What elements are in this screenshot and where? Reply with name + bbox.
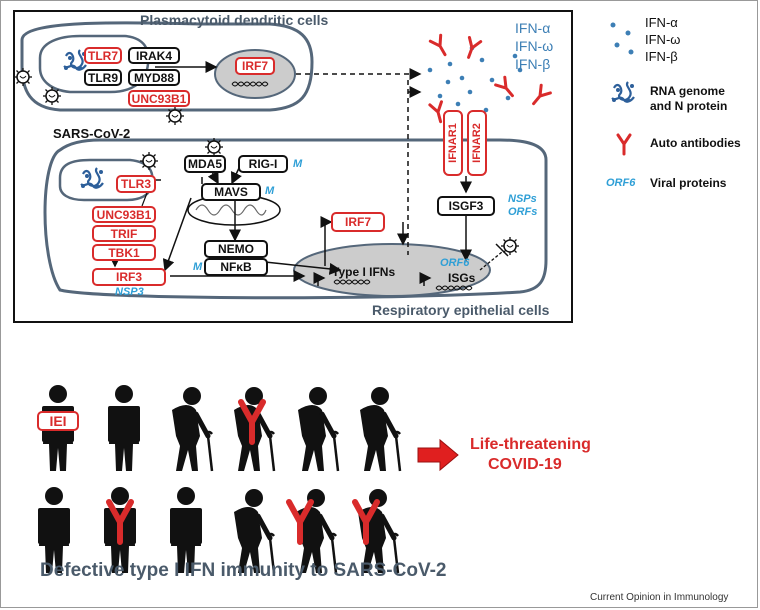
ifn-omega-label: IFN-ω <box>515 38 554 54</box>
nsps-label: NSPs <box>508 193 537 205</box>
isgf3-box: ISGF3 <box>437 196 495 216</box>
legend-ifn-beta: IFN-β <box>645 49 678 64</box>
people-row-1 <box>42 385 400 471</box>
rna-legend-icon <box>610 80 636 104</box>
epi-unc93b1-box: UNC93B1 <box>92 206 156 223</box>
mavs-box: MAVS <box>201 183 261 201</box>
ifnar1-label: IFNAR1 <box>447 123 460 163</box>
legend-orf6: ORF6 <box>606 177 636 189</box>
pdc-irf7-box: IRF7 <box>235 57 275 75</box>
figure-caption: Defective type I IFN immunity to SARS-Co… <box>40 560 447 581</box>
legend-viral-proteins: Viral proteins <box>650 176 727 190</box>
irf3-box: IRF3 <box>92 268 166 286</box>
outcome-arrow <box>417 438 459 472</box>
ifnar2-box: IFNAR2 <box>467 110 487 176</box>
legend-auto-antibodies: Auto antibodies <box>650 136 741 150</box>
legend-rna-line2: and N protein <box>650 99 728 113</box>
m-label: M <box>193 261 203 273</box>
unc93b1-box: UNC93B1 <box>128 90 190 107</box>
tlr9-box: TLR9 <box>84 69 122 86</box>
mda5-box: MDA5 <box>184 155 226 173</box>
nemo-box: NEMO <box>204 240 268 258</box>
nsp3-label: NSP3 <box>115 286 144 298</box>
epi-title: Respiratory epithelial cells <box>372 302 550 318</box>
m-label: M <box>293 158 303 170</box>
irak4-box: IRAK4 <box>128 47 180 64</box>
rigi-box: RIG-I <box>238 155 288 173</box>
tlr7-box: TLR7 <box>84 47 122 64</box>
ifn-beta-label: IFN-β <box>515 56 551 72</box>
isgs-label: ISGs <box>448 271 476 285</box>
antibody-legend-icon <box>616 133 632 156</box>
outcome-line2: COVID-19 <box>488 456 562 473</box>
type1-ifn-label: Type I IFNs <box>332 265 396 279</box>
orfs-label: ORFs <box>508 206 538 218</box>
tlr3-box: TLR3 <box>116 175 156 193</box>
pdc-title: Plasmacytoid dendritic cells <box>140 12 329 28</box>
nfkb-box: NFκB <box>204 258 268 276</box>
legend-ifn-alpha: IFN-α <box>645 15 678 30</box>
m-label: M <box>265 185 275 197</box>
myd88-box: MYD88 <box>128 69 180 86</box>
credit-line: Current Opinion in Immunology <box>590 592 729 603</box>
outcome-line1: Life-threatening <box>470 436 591 453</box>
orf6-label: ORF6 <box>440 257 470 269</box>
trif-box: TRIF <box>92 225 156 242</box>
legend-ifn-omega: IFN-ω <box>645 32 681 47</box>
legend-rna-line1: RNA genome <box>650 84 725 98</box>
mechanism-panel <box>13 10 573 323</box>
ifn-alpha-label: IFN-α <box>515 20 551 36</box>
ifnar1-box: IFNAR1 <box>443 110 463 176</box>
sars-label: SARS-CoV-2 <box>53 126 131 141</box>
tbk1-box: TBK1 <box>92 244 156 261</box>
epi-irf7-box: IRF7 <box>331 212 385 232</box>
ifnar2-label: IFNAR2 <box>471 123 484 163</box>
iei-badge: IEI <box>37 411 79 431</box>
